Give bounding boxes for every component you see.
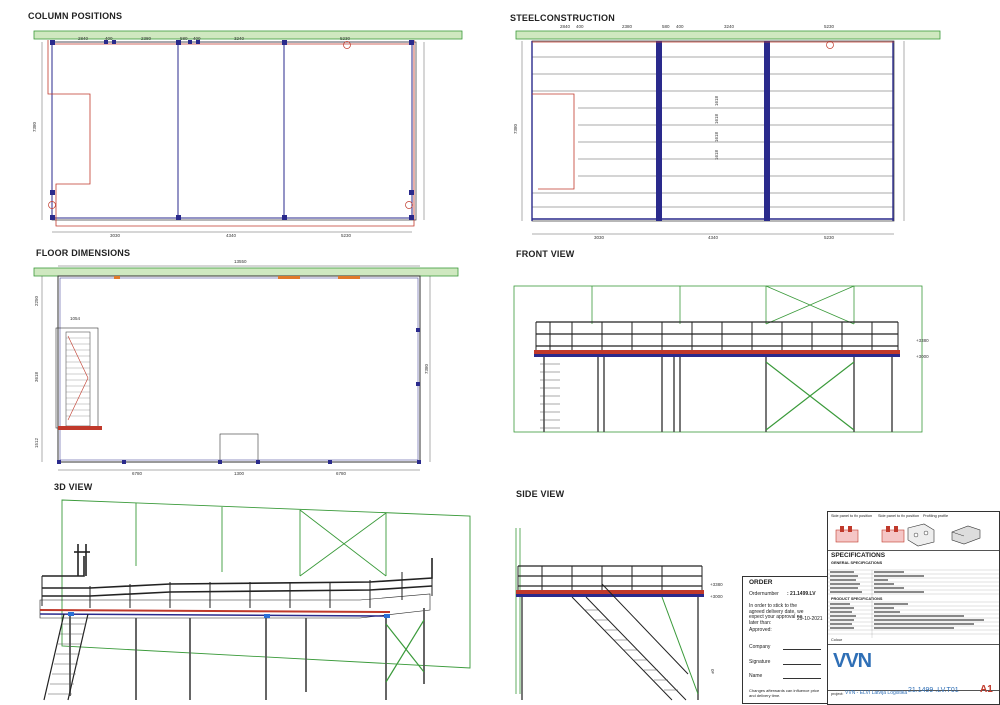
cp-dim-top-2: 2380 — [141, 36, 152, 41]
title-side-view: SIDE VIEW — [516, 489, 565, 499]
three-d-view — [39, 499, 471, 701]
fd-dim-left-1: 3618 — [34, 371, 39, 382]
cp-dim-bottom-0: 3030 — [110, 233, 121, 238]
order-box: ORDER Ordernumber : 21.1499.LV In order … — [742, 576, 829, 704]
title-3d-view: 3D VIEW — [54, 482, 93, 492]
project-label: project: — [831, 692, 844, 696]
fv-elev-floor: +3000 — [916, 354, 929, 359]
spec-table-lines — [828, 569, 999, 638]
cp-dim-top-3: 580 — [180, 36, 188, 41]
floor-dimensions-plan: 13550 1054 2250 3618 1512 7380 6780 1300… — [33, 259, 459, 476]
general-specs-heading: GENERAL SPECIFICATIONS — [831, 561, 883, 565]
sheet-format: A1 — [980, 684, 993, 695]
cp-dim-bottom-1: 4340 — [226, 233, 237, 238]
sc-dim-bottom-0: 3030 — [594, 235, 605, 240]
sc-dim-top-2: 2380 — [622, 24, 633, 29]
cp-dim-bottom-2: 5230 — [341, 233, 352, 238]
sc-dim-side: 7380 — [513, 123, 518, 134]
company-label: Company — [749, 644, 771, 650]
ordernumber-value: : 21.1499.LV — [787, 591, 816, 597]
drawing-number: 21.1499 .LV.T01 — [908, 687, 959, 694]
fd-dim-stair-width: 1054 — [70, 316, 81, 321]
sc-dim-inner-1: 1618 — [714, 113, 719, 124]
title-column-positions: COLUMN POSITIONS — [28, 11, 123, 21]
sv-elev-floor: +3000 — [710, 594, 723, 599]
column-positions-plan: 2840 400 2380 580 400 3240 5230 7380 303… — [32, 30, 463, 238]
fd-dim-left-2: 1512 — [34, 437, 39, 448]
title-steelconstruction: STEELCONSTRUCTION — [510, 13, 615, 23]
sc-dim-inner-3: 1618 — [714, 149, 719, 160]
cp-dim-top-1: 400 — [105, 36, 113, 41]
name-label: Name — [749, 673, 763, 679]
approval-text: In order to stick to the agreed delivery… — [749, 603, 804, 626]
sc-dim-top-6: 5230 — [824, 24, 835, 29]
signature-label: Signature — [749, 659, 771, 665]
sc-dim-top-0: 2840 — [560, 24, 571, 29]
cp-dim-top-4: 400 — [193, 36, 201, 41]
changes-note: Changes afterwards can influence price a… — [749, 688, 820, 698]
signature-line[interactable] — [783, 664, 821, 665]
sc-dim-inner-0: 1618 — [714, 95, 719, 106]
side-view-elevation: +3380 +3000 ±0 — [515, 528, 723, 701]
name-line[interactable] — [783, 678, 821, 679]
panel-label-1: Side panel to fix position — [831, 514, 873, 518]
cp-dim-top-5: 3240 — [234, 36, 245, 41]
title-front-view: FRONT VIEW — [516, 249, 575, 259]
colour-label: Colour — [831, 638, 843, 642]
sv-elev-top: +3380 — [710, 582, 723, 587]
sc-dim-top-3: 580 — [662, 24, 670, 29]
company-line[interactable] — [783, 649, 821, 650]
cp-dim-side: 7380 — [32, 121, 37, 132]
order-title: ORDER — [749, 579, 773, 586]
sc-dim-top-1: 400 — [576, 24, 584, 29]
sc-dim-bottom-2: 5230 — [824, 235, 835, 240]
approval-date: 29-10-2021 — [797, 616, 823, 622]
fv-elev-top: +3380 — [916, 338, 929, 343]
sc-dim-top-5: 3240 — [724, 24, 735, 29]
specifications-heading: SPECIFICATIONS — [831, 552, 886, 559]
project-name: VVN - ELVI Latvija Logistika — [845, 690, 908, 696]
panel-icons — [835, 523, 981, 547]
sc-dim-bottom-1: 4340 — [708, 235, 719, 240]
front-view-elevation: +3380 +3000 — [513, 285, 929, 433]
steelconstruction-plan: 2840 400 2380 580 400 3240 5230 7380 161… — [513, 24, 941, 240]
fd-dim-side: 7380 — [424, 363, 429, 374]
fd-dim-bottom-0: 6780 — [132, 471, 143, 476]
sc-dim-top-4: 400 — [676, 24, 684, 29]
approved-label: Approved: — [749, 627, 772, 633]
cp-dim-top-0: 2840 — [78, 36, 89, 41]
cp-dim-top-6: 5230 — [340, 36, 351, 41]
panel-label-3: Profiling profile — [923, 514, 949, 518]
product-specs-heading: PRODUCT SPECIFICATIONS — [831, 597, 883, 601]
ordernumber-label: Ordernumber — [749, 591, 779, 597]
title-block: Side panel to fix position Side panel to… — [827, 511, 1000, 705]
sc-dim-inner-2: 1618 — [714, 131, 719, 142]
fd-dim-total: 13550 — [234, 259, 247, 264]
fd-dim-bottom-1: 1300 — [234, 471, 245, 476]
vvn-logo: VVN — [833, 650, 872, 672]
title-floor-dimensions: FLOOR DIMENSIONS — [36, 248, 131, 258]
fd-dim-left-0: 2250 — [34, 295, 39, 306]
fd-dim-bottom-2: 6780 — [336, 471, 347, 476]
panel-label-2: Side panel to fix position — [878, 514, 920, 518]
sv-elev-base: ±0 — [710, 669, 715, 674]
